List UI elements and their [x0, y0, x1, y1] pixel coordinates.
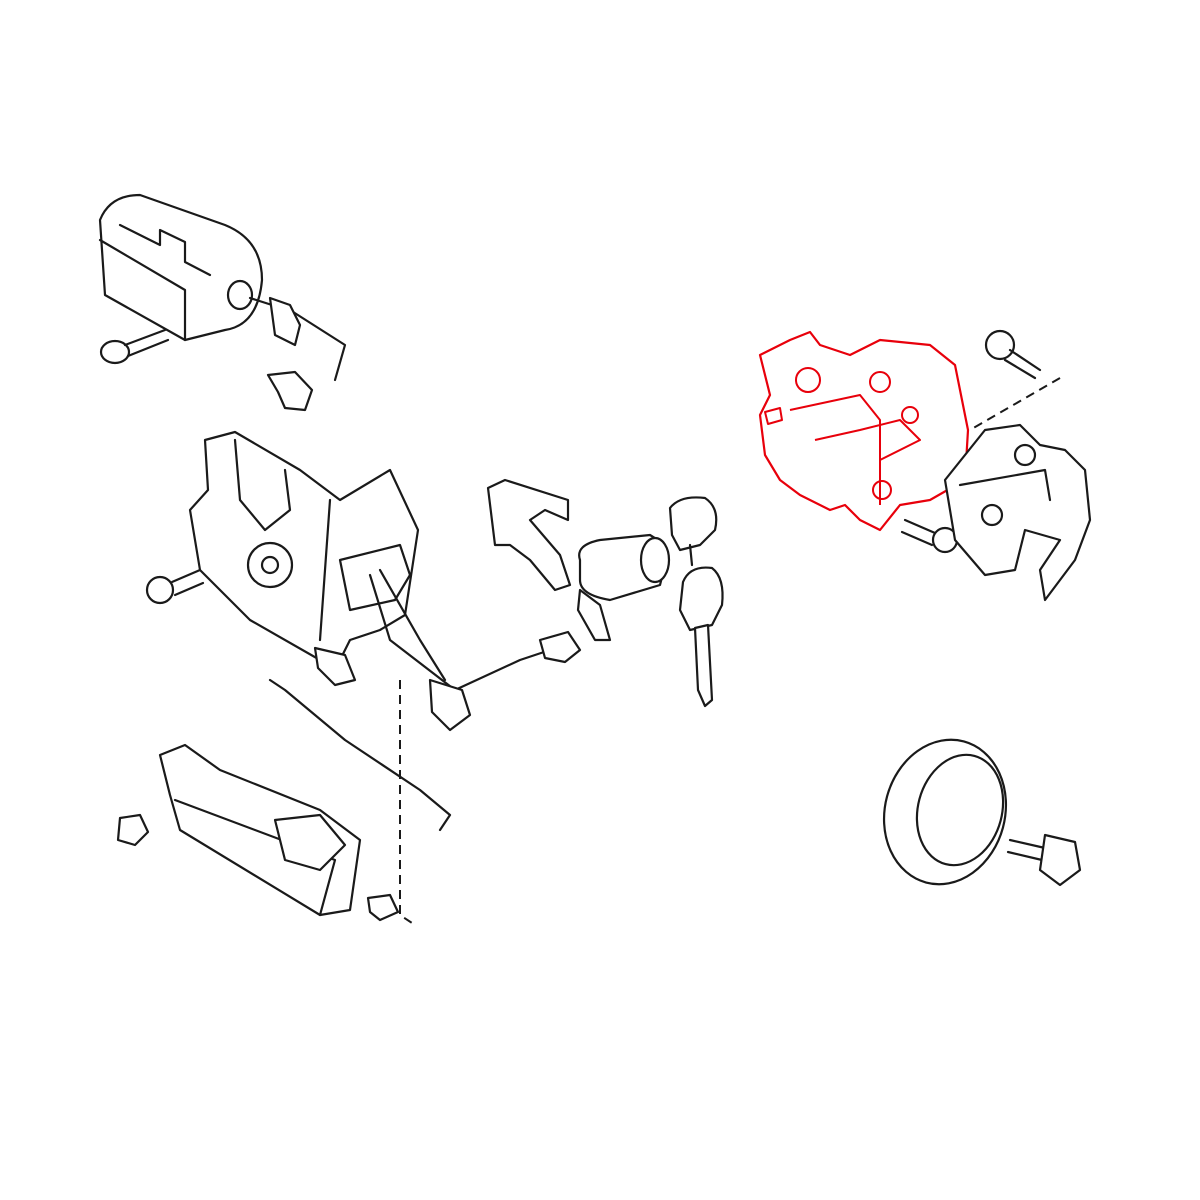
door-lock-assembly[interactable]	[188, 430, 552, 732]
actuator-screw[interactable]	[99, 328, 170, 365]
latch-guide-line	[969, 377, 1061, 431]
rod-clip-lower[interactable]	[366, 893, 400, 922]
outer-handle-rod[interactable]	[268, 678, 452, 832]
lock-cylinder[interactable]	[576, 533, 671, 642]
handle-nut[interactable]	[116, 813, 150, 847]
lock-assembly-bolt[interactable]	[145, 568, 205, 605]
latch-plate[interactable]	[943, 423, 1092, 602]
door-lock-actuator[interactable]	[98, 193, 347, 382]
latch-screw-lower[interactable]	[900, 518, 959, 554]
grommet-ring[interactable]	[868, 726, 1022, 898]
ring-bolt[interactable]	[1006, 833, 1082, 887]
rod-clip[interactable]	[266, 370, 314, 412]
lock-cover-plate[interactable]	[486, 478, 572, 592]
latch-screw-upper[interactable]	[984, 329, 1042, 380]
rod-end-clip[interactable]	[538, 630, 582, 664]
key-2[interactable]	[678, 566, 724, 708]
key-1[interactable]	[668, 496, 718, 567]
outside-door-handle[interactable]	[158, 743, 362, 917]
assembly-guide-line	[399, 680, 416, 926]
door-latch-assembly[interactable]	[758, 330, 970, 532]
